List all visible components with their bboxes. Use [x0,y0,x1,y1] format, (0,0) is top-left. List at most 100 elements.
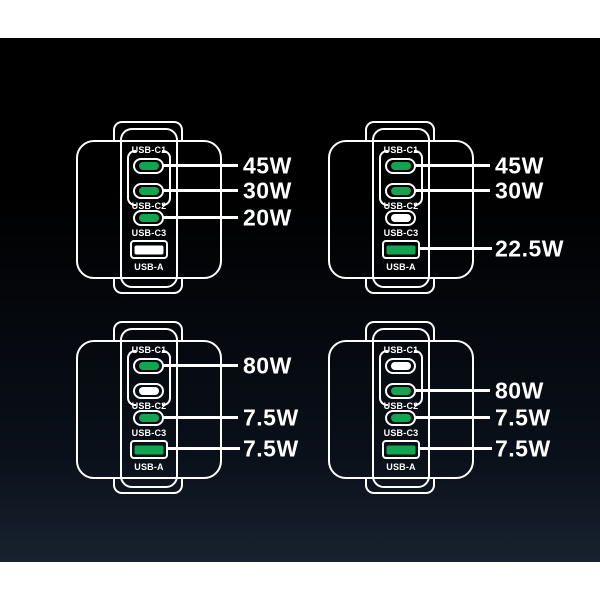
port-name-label: USB-A [386,462,416,472]
usb-c2-port [385,183,416,199]
port-contact [390,362,411,370]
port-contact [390,414,411,422]
charger-body-outline [76,140,222,279]
port-contact [390,187,411,195]
port-panel [120,328,178,488]
port-panel [120,128,178,288]
leader-line [419,447,492,450]
usb-c2-port [133,383,164,399]
charger-body-outline [328,140,474,279]
white-frame-top [0,0,600,38]
leader-line [163,189,238,192]
port-name-label: USB-C2 [383,201,419,211]
leader-line [415,189,490,192]
wattage-label: 45W [243,152,292,179]
usb-c1-port [385,158,416,174]
plug-tab-top [113,321,183,340]
port-name-label: USB-C3 [383,428,419,438]
leader-line [163,216,238,219]
charger-diagram-top-right: 45W USB-C1 30W USB-C2 USB-C3 22.5W [252,110,600,320]
wattage-label: 45W [495,152,544,179]
charger-diagram-top-left: 45W USB-C1 30W USB-C2 20W USB-C3 [0,110,348,320]
port-name-label: USB-C3 [131,428,167,438]
usb-c2-port [385,383,416,399]
usb-c2-port [133,183,164,199]
port-contact [386,245,416,254]
port-contact [138,387,159,395]
wattage-label: 7.5W [495,404,551,431]
wattage-label: 7.5W [495,435,551,462]
usb-c3-port [385,410,416,426]
wattage-label: 80W [243,352,292,379]
plug-tab-top [365,321,435,340]
c1-c2-group-bracket-right [162,150,171,206]
port-name-label: USB-C3 [131,228,167,238]
port-name-label: USB-C3 [383,228,419,238]
port-contact [390,387,411,395]
port-contact [138,187,159,195]
wattage-label: 22.5W [495,235,564,262]
leader-line [163,416,238,419]
plug-tab-bottom [365,278,435,294]
port-contact [138,362,159,370]
c1-c2-group-bracket-left [127,150,136,206]
port-contact [138,162,159,170]
usb-c1-port [385,358,416,374]
usb-c1-port [133,358,164,374]
port-name-label: USB-A [134,462,164,472]
usb-c3-port [133,410,164,426]
plug-tab-top [113,121,183,140]
charger-body-outline [76,340,222,479]
port-contact [138,214,159,222]
c1-c2-group-bracket-left [127,350,136,406]
leader-line [163,364,238,367]
leader-line [415,164,490,167]
plug-tab-bottom [113,478,183,494]
wattage-label: 30W [243,177,292,204]
plug-tab-bottom [113,278,183,294]
wattage-label: 80W [495,377,544,404]
wattage-label: 7.5W [243,404,299,431]
leader-line [415,389,490,392]
port-name-label: USB-C2 [131,201,167,211]
port-contact [390,162,411,170]
port-contact [386,445,416,454]
usb-a-port [382,440,420,459]
port-contact [390,214,411,222]
port-panel [372,328,430,488]
port-name-label: USB-C1 [383,345,419,355]
charger-diagram-bottom-left: 80W USB-C1 USB-C2 7.5W USB-C3 7.5W [0,310,348,520]
leader-line [163,164,238,167]
usb-a-port [382,240,420,259]
charger-diagram-bottom-right: USB-C1 80W USB-C2 7.5W USB-C3 7.5W USB-A [252,310,600,520]
c1-c2-group-bracket-left [379,350,388,406]
leader-line [167,447,240,450]
port-name-label: USB-A [386,262,416,272]
wattage-label: 20W [243,204,292,231]
usb-a-port [130,240,168,259]
c1-c2-group-bracket-right [414,350,423,406]
wattage-label: 30W [495,177,544,204]
usb-a-port [130,440,168,459]
leader-line [419,247,492,250]
port-contact [138,414,159,422]
port-name-label: USB-A [134,262,164,272]
port-panel [372,128,430,288]
port-contact [134,445,164,454]
plug-tab-top [365,121,435,140]
port-contact [134,245,164,254]
port-name-label: USB-C2 [131,401,167,411]
port-name-label: USB-C2 [383,401,419,411]
port-name-label: USB-C1 [383,145,419,155]
usb-c3-port [133,210,164,226]
c1-c2-group-bracket-right [414,150,423,206]
usb-c1-port [133,158,164,174]
wattage-label: 7.5W [243,435,299,462]
c1-c2-group-bracket-right [162,350,171,406]
charger-body-outline [328,340,474,479]
port-name-label: USB-C1 [131,145,167,155]
port-name-label: USB-C1 [131,345,167,355]
leader-line [415,416,490,419]
white-frame-bottom [0,562,600,600]
